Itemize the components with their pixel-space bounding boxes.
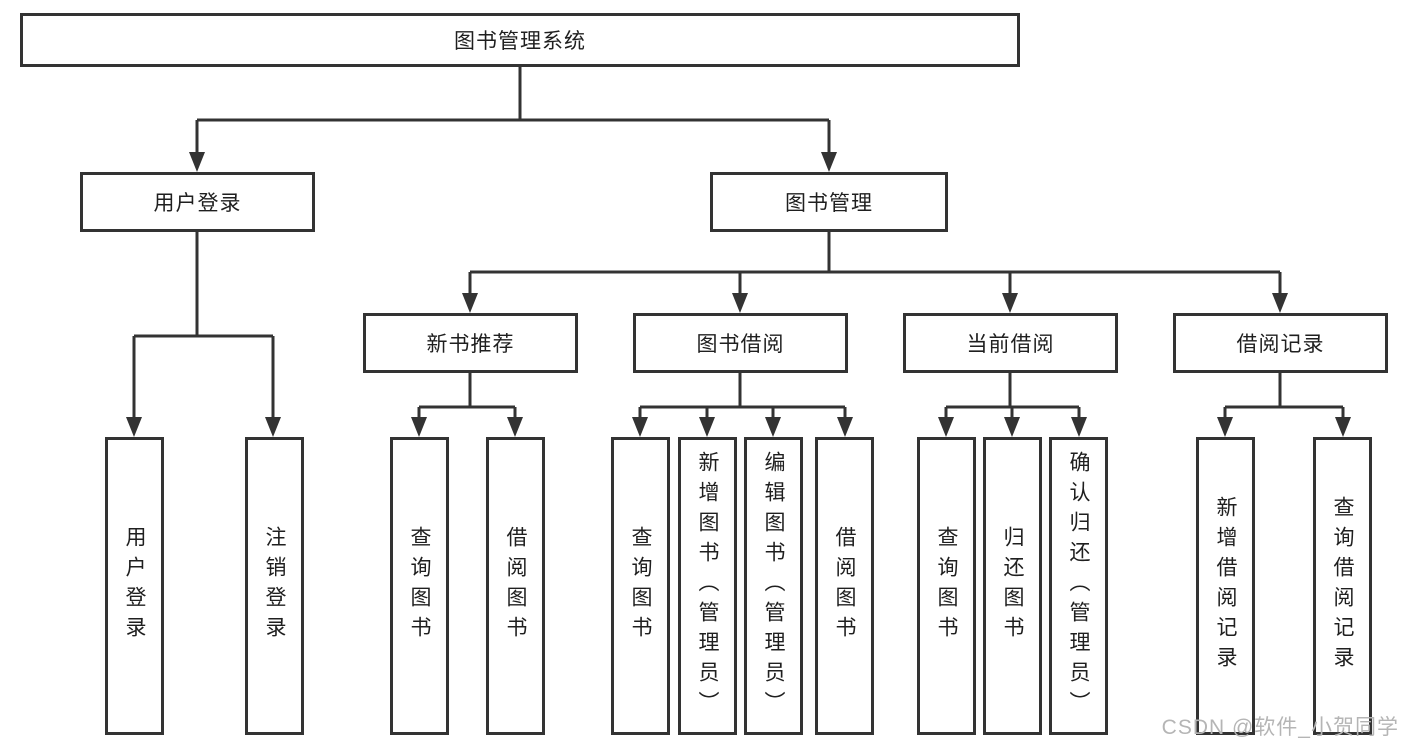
node-borrowing-records: 借阅记录 bbox=[1173, 313, 1388, 373]
leaf-query-books-current: 查询图书 bbox=[917, 437, 976, 735]
leaf-add-book-admin: 新增图书（管理员） bbox=[678, 437, 737, 735]
arrowheads bbox=[126, 152, 1351, 437]
leaf-add-borrow-record: 新增借阅记录 bbox=[1196, 437, 1255, 735]
leaf-logout-login: 注销登录 bbox=[245, 437, 304, 735]
leaf-query-books-recommend: 查询图书 bbox=[390, 437, 449, 735]
leaf-user-login: 用户登录 bbox=[105, 437, 164, 735]
node-book-management: 图书管理 bbox=[710, 172, 948, 232]
leaf-borrow-books-recommend: 借阅图书 bbox=[486, 437, 545, 735]
leaf-edit-book-admin: 编辑图书（管理员） bbox=[744, 437, 803, 735]
node-library-management-system: 图书管理系统 bbox=[20, 13, 1020, 67]
leaf-borrow-books-borrowing: 借阅图书 bbox=[815, 437, 874, 735]
leaf-query-borrow-record: 查询借阅记录 bbox=[1313, 437, 1372, 735]
node-book-borrowing: 图书借阅 bbox=[633, 313, 848, 373]
leaf-confirm-return-admin: 确认归还（管理员） bbox=[1049, 437, 1108, 735]
leaf-query-books-borrowing: 查询图书 bbox=[611, 437, 670, 735]
leaf-return-books: 归还图书 bbox=[983, 437, 1042, 735]
node-current-borrowing: 当前借阅 bbox=[903, 313, 1118, 373]
node-new-book-recommendation: 新书推荐 bbox=[363, 313, 578, 373]
node-user-login: 用户登录 bbox=[80, 172, 315, 232]
